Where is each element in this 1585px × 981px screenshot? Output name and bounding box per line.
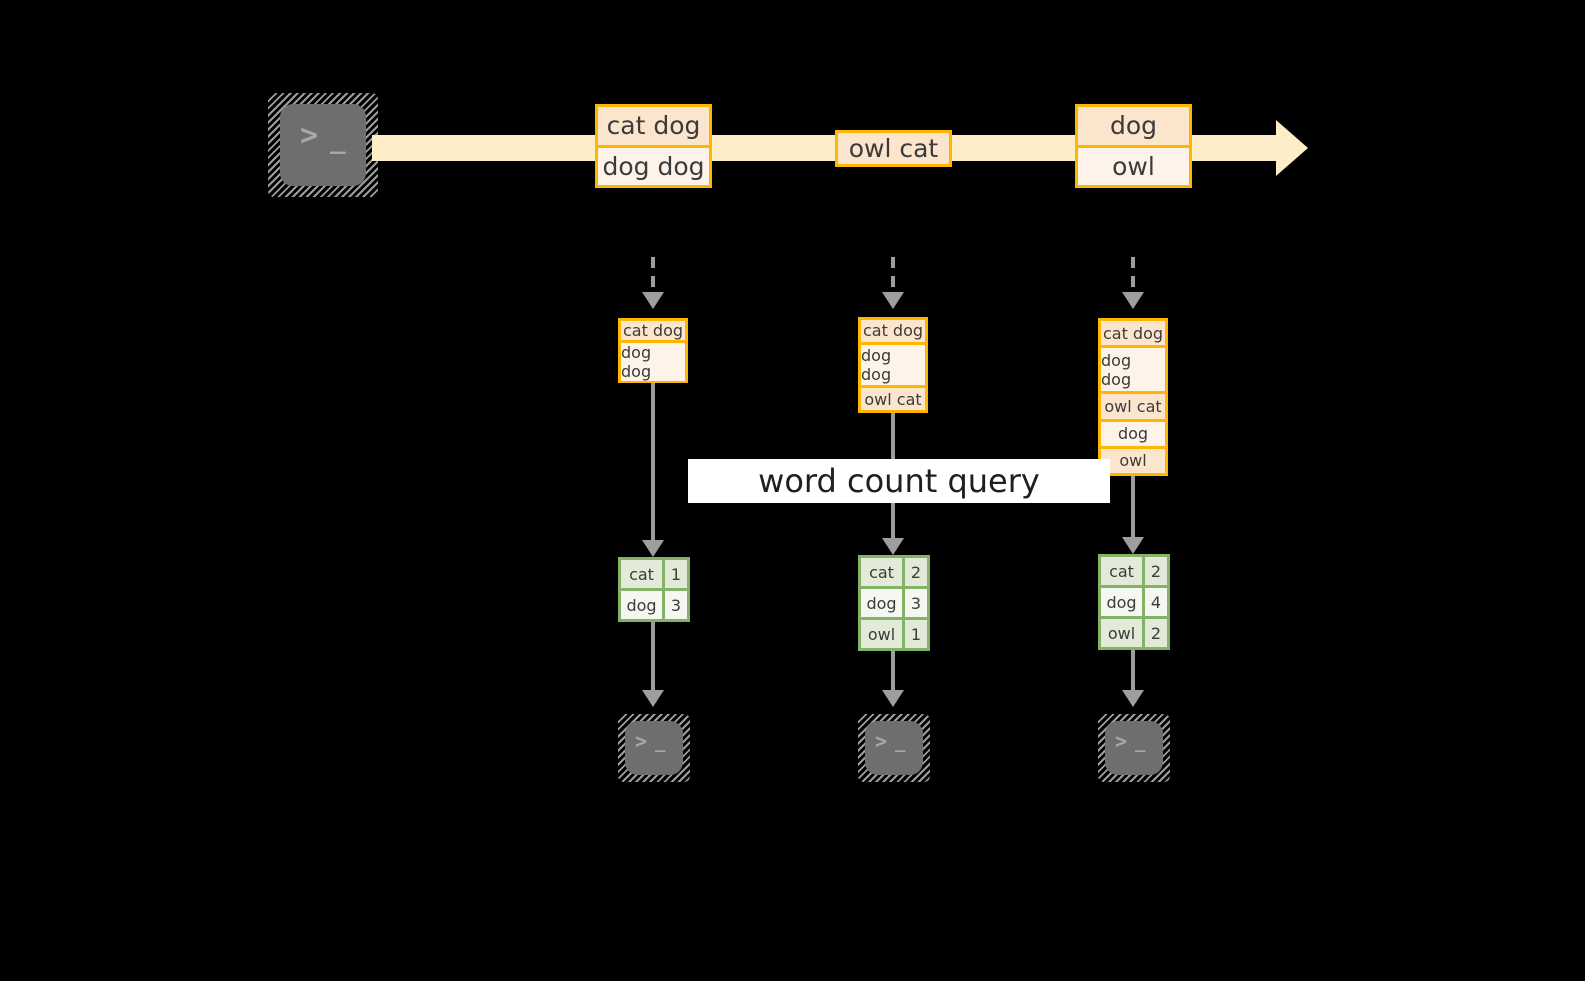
- column-1-ingest-dashed-line: [651, 257, 655, 294]
- terminal-cursor-glyph: _: [895, 733, 907, 753]
- column-2-sink-terminal-icon: > _: [858, 714, 930, 782]
- terminal-prompt-glyph: >: [875, 729, 889, 753]
- column-1-sink-terminal-icon: > _: [618, 714, 690, 782]
- result-value-cell: 1: [905, 620, 927, 648]
- result-row: dog 4: [1101, 585, 1167, 616]
- result-key-cell: cat: [1101, 557, 1145, 585]
- result-row: cat 2: [861, 558, 927, 586]
- stream-event-line: owl: [1078, 144, 1189, 185]
- column-2-sink-arrow-down-icon: [882, 690, 904, 707]
- result-key-cell: dog: [1101, 588, 1145, 616]
- column-2-ingest-arrow-down-icon: [882, 292, 904, 309]
- column-1-state-box: cat dog dog dog: [618, 318, 688, 383]
- terminal-prompt-glyph: >: [635, 729, 649, 753]
- column-3-sink-terminal-icon: > _: [1098, 714, 1170, 782]
- state-row: cat dog: [1101, 321, 1165, 346]
- terminal-body: [625, 721, 683, 775]
- result-row: cat 2: [1101, 557, 1167, 585]
- terminal-cursor-glyph: _: [655, 733, 667, 753]
- result-row: owl 1: [861, 617, 927, 648]
- result-value-cell: 2: [905, 558, 927, 586]
- result-row: dog 3: [621, 588, 687, 619]
- column-2-state-box: cat dog dog dog owl cat: [858, 317, 928, 413]
- stream-event-line: cat dog: [598, 107, 709, 145]
- column-3-sink-arrow-down-icon: [1122, 690, 1144, 707]
- terminal-prompt-glyph: >: [1115, 729, 1129, 753]
- column-1-state-to-result-line: [651, 383, 655, 551]
- column-2-ingest-dashed-line: [891, 257, 895, 294]
- result-row: cat 1: [621, 560, 687, 588]
- column-1-result-to-sink-line: [651, 622, 655, 694]
- result-key-cell: cat: [621, 560, 665, 588]
- state-row: dog dog: [621, 340, 685, 381]
- state-row: owl: [1101, 445, 1165, 474]
- query-banner-label: word count query: [758, 462, 1040, 500]
- query-banner: word count query: [688, 459, 1110, 503]
- result-key-cell: cat: [861, 558, 905, 586]
- state-row: owl cat: [861, 385, 925, 411]
- state-row: owl cat: [1101, 391, 1165, 419]
- column-3-result-to-sink-line: [1131, 650, 1135, 694]
- result-row: owl 2: [1101, 616, 1167, 647]
- stream-event-group-2: owl cat: [835, 130, 952, 167]
- result-value-cell: 2: [1145, 619, 1167, 647]
- source-terminal-icon: > _: [268, 93, 378, 197]
- stream-arrow-right-icon: [1276, 120, 1308, 176]
- terminal-body: [865, 721, 923, 775]
- stream-event-group-1: cat dog dog dog: [595, 104, 712, 188]
- result-value-cell: 3: [665, 591, 687, 619]
- result-value-cell: 4: [1145, 588, 1167, 616]
- column-3-state-box: cat dog dog dog owl cat dog owl: [1098, 318, 1168, 476]
- state-row: cat dog: [861, 320, 925, 342]
- result-value-cell: 1: [665, 560, 687, 588]
- column-2-result-table: cat 2 dog 3 owl 1: [858, 555, 930, 651]
- terminal-cursor-glyph: _: [330, 125, 347, 155]
- result-value-cell: 2: [1145, 557, 1167, 585]
- column-3-ingest-arrow-down-icon: [1122, 292, 1144, 309]
- stream-event-group-3: dog owl: [1075, 104, 1192, 188]
- stream-event-line: owl cat: [838, 133, 949, 164]
- column-2-result-arrow-down-icon: [882, 538, 904, 555]
- column-3-result-table: cat 2 dog 4 owl 2: [1098, 554, 1170, 650]
- stream-event-line: dog dog: [598, 144, 709, 185]
- column-3-result-arrow-down-icon: [1122, 537, 1144, 554]
- result-row: dog 3: [861, 586, 927, 617]
- result-value-cell: 3: [905, 589, 927, 617]
- result-key-cell: dog: [861, 589, 905, 617]
- stream-event-line: dog: [1078, 107, 1189, 145]
- terminal-prompt-glyph: >: [300, 118, 320, 153]
- result-key-cell: owl: [861, 620, 905, 648]
- terminal-cursor-glyph: _: [1135, 733, 1147, 753]
- column-1-result-arrow-down-icon: [642, 540, 664, 557]
- column-2-result-to-sink-line: [891, 651, 895, 694]
- column-3-state-to-result-line: [1131, 476, 1135, 548]
- column-1-result-table: cat 1 dog 3: [618, 557, 690, 622]
- state-row: dog: [1101, 418, 1165, 446]
- result-key-cell: dog: [621, 591, 665, 619]
- result-key-cell: owl: [1101, 619, 1145, 647]
- state-row: dog dog: [861, 341, 925, 386]
- column-3-ingest-dashed-line: [1131, 257, 1135, 294]
- column-1-sink-arrow-down-icon: [642, 690, 664, 707]
- terminal-body: [1105, 721, 1163, 775]
- column-1-ingest-arrow-down-icon: [642, 292, 664, 309]
- terminal-body: [280, 104, 366, 186]
- state-row: cat dog: [621, 321, 685, 340]
- state-row: dog dog: [1101, 345, 1165, 392]
